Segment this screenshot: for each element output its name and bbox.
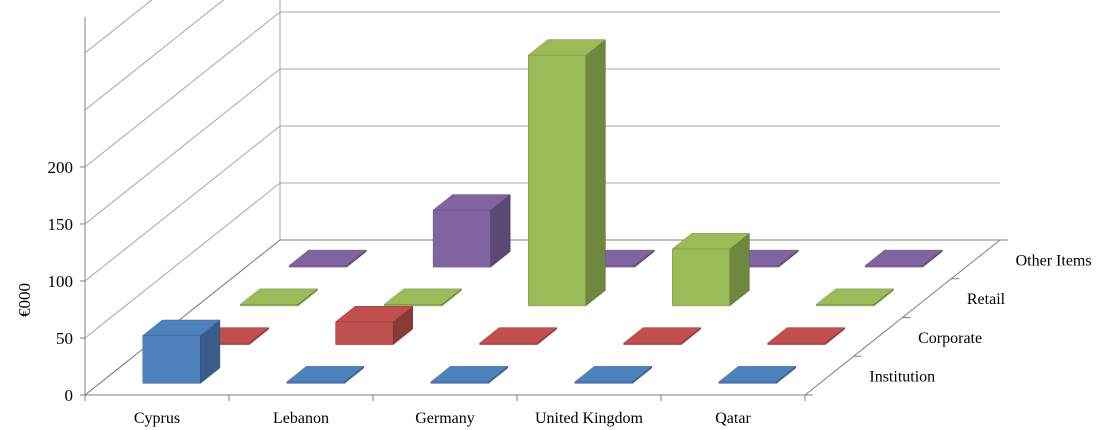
bar-top-face [574, 366, 653, 383]
category-label: Qatar [715, 410, 751, 427]
bar-top-face [286, 366, 365, 383]
bar [432, 194, 511, 268]
bar [527, 39, 607, 307]
y-tick-label: 50 [56, 329, 73, 348]
gridline [84, 0, 153, 54]
bar-front-face [528, 54, 587, 307]
y-tick-label: 150 [48, 215, 74, 234]
bar [383, 288, 463, 307]
series-label: Retail [967, 291, 1006, 308]
bar-front-face [335, 321, 394, 345]
bar-top-face [383, 288, 463, 305]
bar [671, 232, 751, 307]
chart-walls [83, 0, 1002, 396]
bar [430, 365, 509, 384]
bar [766, 327, 846, 346]
y-tick-label: 0 [65, 386, 74, 405]
bar-top-face [527, 39, 607, 56]
y-tick-label: 100 [48, 272, 74, 291]
chart-bars [142, 39, 943, 384]
category-label: Cyprus [134, 410, 180, 427]
series-label: Institution [869, 369, 935, 386]
bar-side-face [585, 39, 606, 307]
bar [864, 249, 943, 268]
bar [286, 365, 365, 384]
bar-top-face [864, 249, 943, 266]
bar-top-face [430, 366, 509, 383]
bar [334, 305, 414, 346]
bar-top-face [334, 306, 414, 323]
gridline [84, 0, 225, 111]
bar [815, 288, 895, 307]
category-label: Germany [415, 410, 475, 427]
bar [574, 365, 653, 384]
bar-front-face [142, 335, 201, 384]
series-label: Other Items [1016, 252, 1092, 269]
bar [239, 288, 319, 307]
bar-top-face [142, 319, 221, 336]
bar-front-face [672, 248, 731, 307]
bar-top-face [815, 288, 895, 305]
bar-top-face [239, 288, 319, 305]
bar-top-face [766, 327, 846, 344]
bar-top-face [478, 327, 558, 344]
bar [142, 319, 221, 384]
bar [718, 365, 797, 384]
bar-top-face [432, 194, 511, 211]
y-tick-label: 200 [48, 158, 74, 177]
bar-front-face [432, 209, 491, 268]
series-label: Corporate [918, 330, 982, 347]
category-label: United Kingdom [535, 410, 644, 427]
bar-top-face [671, 233, 751, 250]
y-axis-label: €000 [15, 283, 34, 317]
bar [622, 327, 702, 346]
bar [478, 327, 558, 346]
bar-top-face [288, 249, 367, 266]
bar [288, 249, 367, 268]
category-label: Lebanon [273, 410, 329, 427]
bar-top-face [622, 327, 702, 344]
bar-top-face [718, 366, 797, 383]
